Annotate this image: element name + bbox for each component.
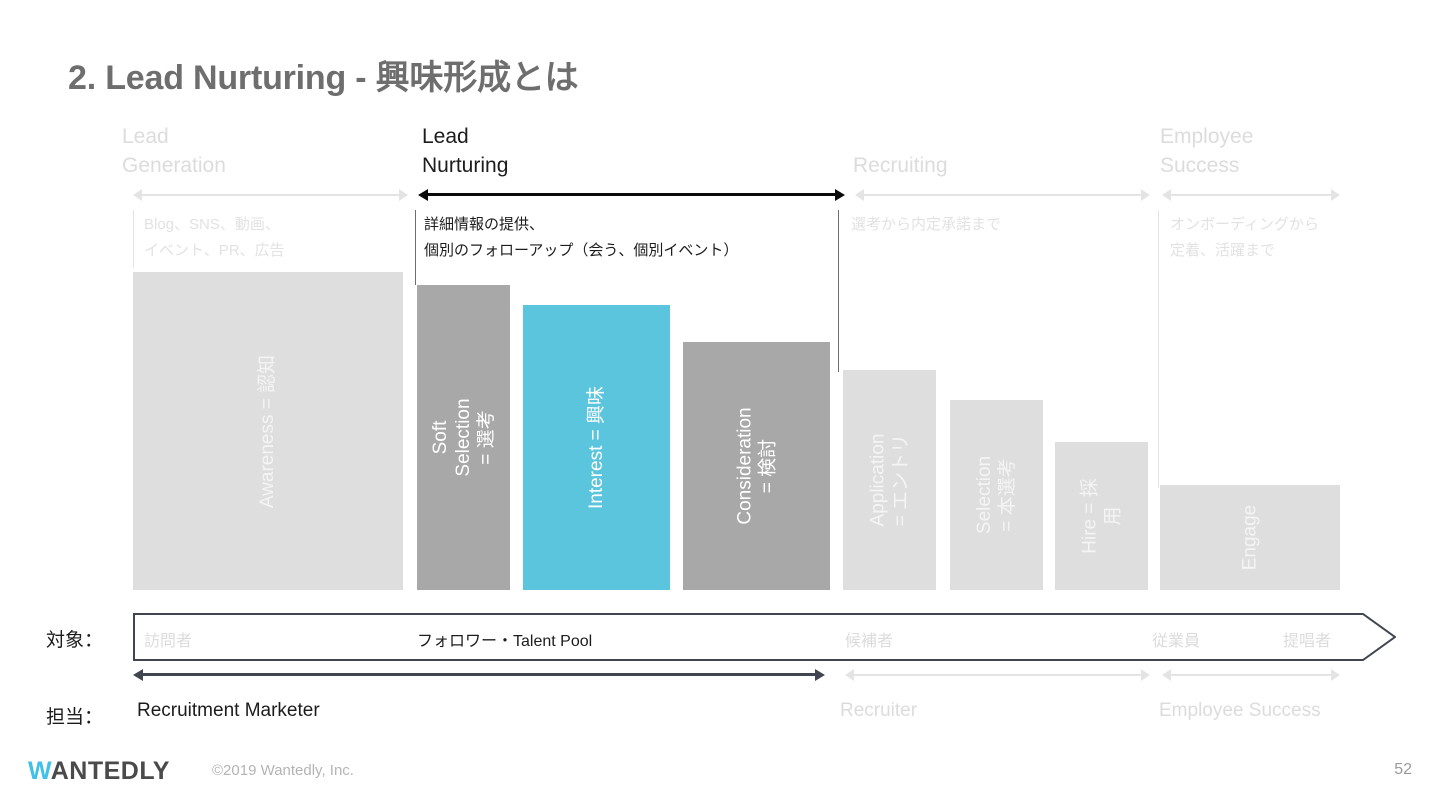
owner-item-employee-success: Employee Success xyxy=(1159,700,1321,721)
audience-item-candidate: 候補者 xyxy=(845,633,894,650)
phase-arrow-recruiting xyxy=(855,189,1150,201)
arrow-head-right-icon xyxy=(1141,189,1150,201)
page-title: 2. Lead Nurturing - 興味形成とは xyxy=(68,59,579,97)
divider-employee-success xyxy=(1158,210,1159,488)
phase-header-lead-nurturing: Lead Nurturing xyxy=(422,125,509,177)
audience-item-follower: フォロワー・Talent Pool xyxy=(417,633,593,650)
funnel-bar-consideration[interactable]: Consideration = 検討 xyxy=(683,342,830,590)
audience-row-label: 対象： xyxy=(46,630,104,651)
funnel-bar-awareness[interactable]: Awareness = 認知 xyxy=(133,272,403,590)
audience-arrow-bar xyxy=(133,613,1396,661)
arrow-head-left-icon xyxy=(855,189,864,201)
funnel-bar-soft-selection[interactable]: Soft Selection = 選考 xyxy=(417,285,510,590)
owner-arrow-employee-success xyxy=(1162,669,1340,681)
funnel-bar-label: Consideration = 検討 xyxy=(734,407,779,525)
phase-description-employee-success: オンボーディングから 定着、活躍まで xyxy=(1170,216,1319,259)
owner-item-recruiter: Recruiter xyxy=(840,700,918,721)
funnel-bar-hire[interactable]: Hire = 採用 xyxy=(1055,442,1148,590)
funnel-bar-label: Hire = 採用 xyxy=(1079,478,1124,554)
logo-letters-rest: ANTEDLY xyxy=(50,757,170,785)
phase-header-employee-success: Employee Success xyxy=(1160,125,1254,177)
phase-description-recruiting: 選考から内定承諾まで xyxy=(851,216,1002,233)
audience-item-employee: 従業員 xyxy=(1152,633,1201,650)
arrow-head-left-icon xyxy=(133,189,142,201)
arrow-head-right-icon xyxy=(835,189,845,201)
phase-description-lead-generation: Blog、SNS、動画、 イベント、PR、広告 xyxy=(144,216,285,259)
funnel-bar-label: Application = エントリ xyxy=(867,433,912,527)
arrow-head-right-icon xyxy=(1331,669,1340,681)
divider-lead-generation xyxy=(133,210,134,268)
arrow-head-right-icon xyxy=(399,189,408,201)
owner-item-recruitment-marketer: Recruitment Marketer xyxy=(137,700,320,721)
arrow-shaft xyxy=(861,194,1144,196)
page-number: 52 xyxy=(1394,761,1412,778)
owner-arrow-recruitment-marketer xyxy=(133,669,825,681)
phase-arrow-lead-nurturing xyxy=(418,189,845,201)
funnel-bar-label: Soft Selection = 選考 xyxy=(430,398,497,477)
arrow-head-right-icon xyxy=(1141,669,1150,681)
phase-arrow-lead-generation xyxy=(133,189,408,201)
arrow-shaft xyxy=(424,193,839,196)
logo-letter-w: W xyxy=(28,757,51,785)
funnel-bar-label: Engage xyxy=(1239,504,1261,571)
copyright-text: ©2019 Wantedly, Inc. xyxy=(212,762,354,779)
arrow-head-left-icon xyxy=(1162,669,1171,681)
audience-item-visitor: 訪問者 xyxy=(144,633,193,650)
arrow-head-right-icon xyxy=(815,669,825,681)
funnel-bar-label: Interest = 興味 xyxy=(586,385,607,510)
funnel-bar-interest[interactable]: Interest = 興味 xyxy=(523,305,670,590)
phase-header-lead-generation: Lead Generation xyxy=(122,125,226,177)
arrow-head-left-icon xyxy=(418,189,428,201)
arrow-shaft xyxy=(851,674,1144,676)
arrow-shaft xyxy=(139,673,819,676)
divider-lead-nurturing-right xyxy=(838,210,839,372)
divider-lead-nurturing-left xyxy=(415,210,416,285)
funnel-bar-application[interactable]: Application = エントリ xyxy=(843,370,936,590)
phase-description-lead-nurturing: 詳細情報の提供、 個別のフォローアップ（会う、個別イベント） xyxy=(424,216,739,259)
owner-arrow-recruiter xyxy=(845,669,1150,681)
funnel-bar-selection[interactable]: Selection = 本選考 xyxy=(950,400,1043,590)
owner-row-label: 担当： xyxy=(46,707,104,728)
funnel-bar-engage[interactable]: Engage xyxy=(1160,485,1340,590)
audience-item-advocate: 提唱者 xyxy=(1283,633,1332,650)
funnel-bar-label: Awareness = 認知 xyxy=(257,354,279,508)
funnel-bar-label: Selection = 本選考 xyxy=(974,455,1019,535)
phase-header-recruiting: Recruiting xyxy=(853,154,948,177)
arrow-head-left-icon xyxy=(133,669,143,681)
arrow-shaft xyxy=(1168,674,1334,676)
wantedly-logo: WANTEDLY xyxy=(28,757,170,786)
arrow-head-left-icon xyxy=(1162,189,1171,201)
arrow-shaft xyxy=(139,194,402,196)
arrow-shaft xyxy=(1168,194,1334,196)
arrow-head-right-icon xyxy=(1331,189,1340,201)
arrow-head-left-icon xyxy=(845,669,854,681)
phase-arrow-employee-success xyxy=(1162,189,1340,201)
